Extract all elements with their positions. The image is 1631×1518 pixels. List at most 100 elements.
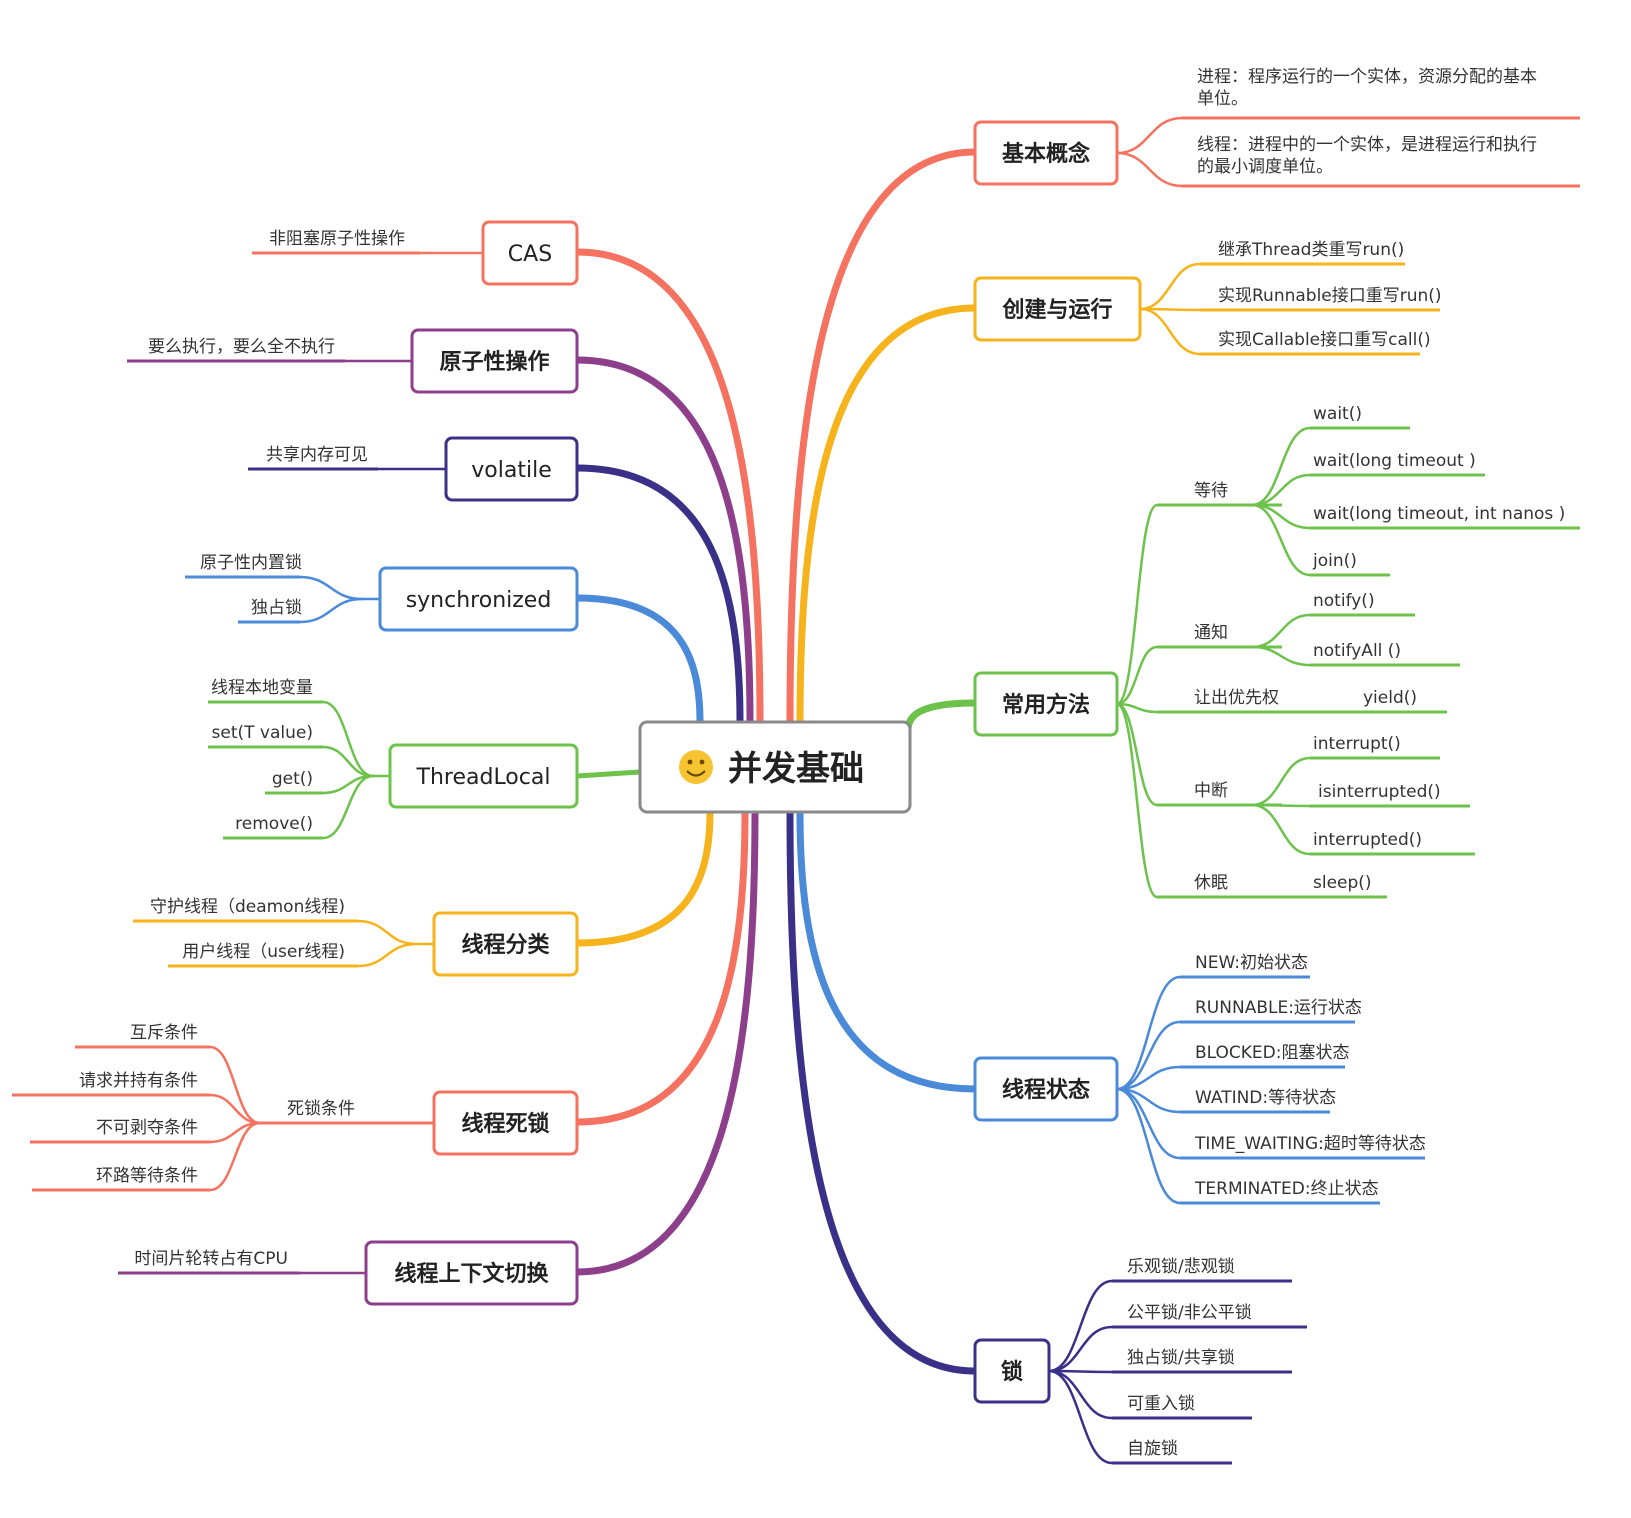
leaf-deadlock-0-edge — [208, 1045, 262, 1125]
trunk-thread-state — [796, 808, 979, 1093]
topic-deadlock-box — [432, 1090, 579, 1156]
leaf-create-0: 继承Thread类重写run() — [1218, 240, 1404, 260]
leaf-method-0-2: wait(long timeout, int nanos ) — [1313, 504, 1565, 524]
topic-locks[interactable]: 锁 — [973, 1338, 1051, 1404]
trunk-basic-concept — [786, 148, 979, 726]
leaf-method-1-0: notify() — [1313, 591, 1375, 611]
leaf-method-1-1: notifyAll () — [1313, 641, 1401, 661]
trunk-create-run — [796, 304, 979, 726]
topic-thread-type[interactable]: 线程分类 — [432, 911, 579, 977]
trunk-locks — [786, 808, 979, 1375]
leaf-method-3-1: isinterrupted() — [1318, 782, 1441, 802]
leaf-type-0: 守护线程（deamon线程) — [150, 897, 345, 917]
topic-volatile-box — [444, 436, 579, 502]
root-label: 并发基础 — [728, 749, 864, 789]
topic-thread-type-box — [432, 911, 579, 977]
topic-create-run-label: 创建与运行 — [1001, 297, 1112, 323]
trunk-volatile — [573, 464, 744, 726]
leaf-lock-4-edge — [1047, 1369, 1114, 1465]
leaf-state-2: BLOCKED:阻塞状态 — [1195, 1043, 1350, 1063]
topic-cas[interactable]: CAS — [481, 220, 579, 286]
leaf-method-1-1-edge — [1250, 645, 1312, 667]
leaf-deadlock-2: 不可剥夺条件 — [96, 1118, 198, 1138]
topic-synchronized[interactable]: synchronized — [378, 566, 579, 632]
leaf-sleep: sleep() — [1313, 873, 1372, 893]
group-1-edge — [1115, 645, 1159, 706]
leaf-process: 进程：程序运行的一个实体，资源分配的基本单位。 — [1197, 67, 1537, 109]
topic-cas-box — [481, 220, 579, 286]
leaf-lock-4: 自旋锁 — [1127, 1439, 1178, 1459]
topic-atomic[interactable]: 原子性操作 — [410, 328, 579, 394]
leaf-deadlock-0: 互斥条件 — [130, 1023, 198, 1043]
leaf-tl-3: remove() — [235, 814, 313, 834]
leaf-create-2-edge — [1138, 307, 1202, 356]
leaf-state-1-edge — [1115, 1020, 1182, 1091]
leaf-state-5: TERMINATED:终止状态 — [1194, 1179, 1379, 1199]
leaf-lock-3-edge — [1047, 1369, 1114, 1420]
leaf-lock-0: 乐观锁/悲观锁 — [1127, 1257, 1235, 1277]
leaf-deadlock-3-edge — [208, 1121, 262, 1192]
topic-volatile[interactable]: volatile — [444, 436, 579, 502]
trunk-context-switch — [573, 808, 759, 1276]
leaf-tl-3-edge — [321, 774, 375, 840]
topic-volatile-label: volatile — [471, 458, 551, 483]
topic-thread-state[interactable]: 线程状态 — [973, 1056, 1119, 1122]
leaf-thread: 线程：进程中的一个实体，是进程运行和执行的最小调度单位。 — [1197, 135, 1537, 177]
root-topic[interactable]: 并发基础 — [638, 720, 912, 814]
group-2-label: 让出优先权 — [1194, 688, 1279, 708]
trunk-cas — [573, 248, 764, 726]
topic-synchronized-label: synchronized — [406, 588, 552, 613]
leaf-cas-0: 非阻塞原子性操作 — [269, 229, 405, 249]
leaf-method-0-0: wait() — [1313, 404, 1362, 424]
topic-basic-concept-box — [973, 120, 1119, 186]
leaf-state-1: RUNNABLE:运行状态 — [1195, 998, 1362, 1018]
topic-atomic-box — [410, 328, 579, 394]
leaf-switch-0: 时间片轮转占有CPU — [134, 1249, 288, 1269]
group-3-edge — [1115, 702, 1159, 807]
group-1-label: 通知 — [1194, 623, 1228, 643]
topic-basic-concept[interactable]: 基本概念 — [973, 120, 1119, 186]
root-box — [638, 720, 912, 814]
group-0-label: 等待 — [1194, 481, 1228, 501]
leaf-lock-1-edge — [1047, 1325, 1114, 1373]
topic-locks-label: 锁 — [1001, 1359, 1023, 1385]
leaf-lock-0-edge — [1047, 1279, 1114, 1373]
leaf-tl-0-edge — [321, 700, 375, 778]
leaf-state-0-edge — [1115, 975, 1182, 1091]
topic-threadlocal-label: ThreadLocal — [416, 765, 551, 790]
group-0-edge — [1115, 503, 1159, 706]
topic-common-methods[interactable]: 常用方法 — [973, 671, 1119, 737]
topic-threadlocal[interactable]: ThreadLocal — [388, 743, 579, 809]
leaf-sync-0: 原子性内置锁 — [200, 553, 302, 573]
leaf-lock-1: 公平锁/非公平锁 — [1127, 1303, 1252, 1323]
leaf-state-5-edge — [1115, 1087, 1182, 1205]
leaf-tl-1: set(T value) — [212, 723, 313, 743]
leaf-sync-1-edge — [298, 597, 364, 624]
topic-deadlock[interactable]: 线程死锁 — [432, 1090, 579, 1156]
topic-thread-state-box — [973, 1056, 1119, 1122]
topic-context-switch[interactable]: 线程上下文切换 — [364, 1240, 579, 1306]
topic-basic-concept-label: 基本概念 — [1002, 141, 1090, 167]
leaf-thread-edge — [1115, 151, 1184, 188]
leaf-sync-0-edge — [298, 575, 364, 601]
smiley-face-icon — [679, 750, 713, 784]
leaf-method-3-2: interrupted() — [1313, 830, 1422, 850]
group-4-label: 休眠 — [1194, 873, 1228, 893]
topic-create-run[interactable]: 创建与运行 — [973, 276, 1142, 342]
topic-create-run-box — [973, 276, 1142, 342]
leaf-atomic-0: 要么执行，要么全不执行 — [148, 337, 335, 357]
trunk-common-methods — [904, 699, 979, 734]
leaf-method-3-0: interrupt() — [1313, 734, 1401, 754]
topic-context-switch-label: 线程上下文切换 — [394, 1261, 549, 1287]
leaf-deadlock-1: 请求并持有条件 — [79, 1071, 198, 1091]
leaf-volatile-0: 共享内存可见 — [266, 445, 368, 465]
topic-atomic-label: 原子性操作 — [439, 350, 549, 375]
leaf-tl-0: 线程本地变量 — [211, 678, 313, 698]
leaf-state-0: NEW:初始状态 — [1195, 953, 1308, 973]
topic-context-switch-box — [364, 1240, 579, 1306]
trunk-threadlocal — [576, 769, 641, 779]
topic-thread-state-label: 线程状态 — [1002, 1077, 1090, 1103]
topic-cas-label: CAS — [508, 242, 552, 267]
leaf-method-3-0-edge — [1250, 756, 1312, 807]
